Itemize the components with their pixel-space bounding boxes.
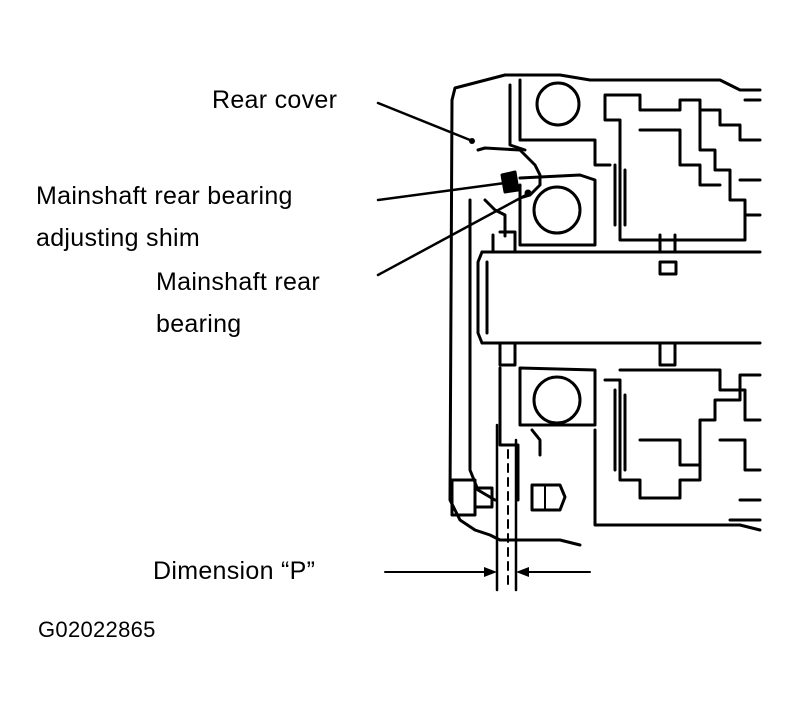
shaft-collar-top	[498, 230, 677, 254]
shaft-pin	[491, 233, 678, 276]
rear-cover-step	[483, 198, 507, 238]
plug	[530, 483, 567, 512]
mainshaft-end	[476, 250, 484, 345]
shim-piece	[500, 170, 520, 194]
bolt-shank	[473, 486, 494, 509]
dimension-arrow-left-head	[484, 567, 497, 577]
bolt-head	[450, 478, 477, 517]
housing-lower-right	[593, 428, 762, 532]
bearing-lower-step	[498, 366, 542, 502]
label-dimension-p: Dimension “P”	[153, 557, 316, 585]
housing-outline	[448, 73, 582, 547]
leader-bearing	[376, 193, 528, 277]
gear-upper-right	[738, 98, 762, 217]
leader-rear-cover	[376, 101, 472, 142]
rear-cover-contour	[476, 146, 542, 200]
gear-upper-detail	[638, 128, 722, 187]
upper-race	[518, 78, 612, 167]
mainshaft-rear-bearing-upper	[532, 185, 582, 235]
upper-race-inner	[508, 83, 527, 152]
gear-upper-block	[603, 93, 747, 242]
mainshaft-rear-bearing-lower	[532, 375, 582, 425]
label-shim-line1: Mainshaft rear bearing	[36, 182, 293, 210]
label-bearing-line2: bearing	[156, 310, 242, 338]
leader-rear-cover-dot	[469, 138, 475, 144]
figure-code: G02022865	[38, 617, 156, 642]
leader-bearing-dot	[524, 189, 532, 197]
gear-lower-detail	[638, 438, 702, 467]
leader-shim	[376, 181, 507, 202]
gear-upper-teeth	[698, 108, 762, 142]
gear-lower-teeth	[618, 368, 762, 422]
label-rear-cover: Rear cover	[212, 86, 338, 114]
shaft-collar-bottom	[498, 341, 677, 367]
gear-lower-block	[603, 373, 762, 500]
upper-small-bearing	[535, 81, 581, 127]
gear-upper-rib	[613, 163, 627, 227]
label-shim-line2: adjusting shim	[36, 224, 201, 252]
dimension-arrow-right-head	[516, 567, 529, 577]
housing-inner-wall	[468, 198, 497, 502]
bearing-race-upper	[518, 173, 597, 247]
housing-top-edge	[503, 73, 762, 92]
leader-shim-dot	[504, 180, 510, 186]
gear-lower-rib	[613, 388, 627, 472]
gear-lower-right	[718, 438, 762, 522]
label-bearing-line1: Mainshaft rear	[156, 268, 320, 296]
bearing-race-lower	[518, 366, 597, 427]
